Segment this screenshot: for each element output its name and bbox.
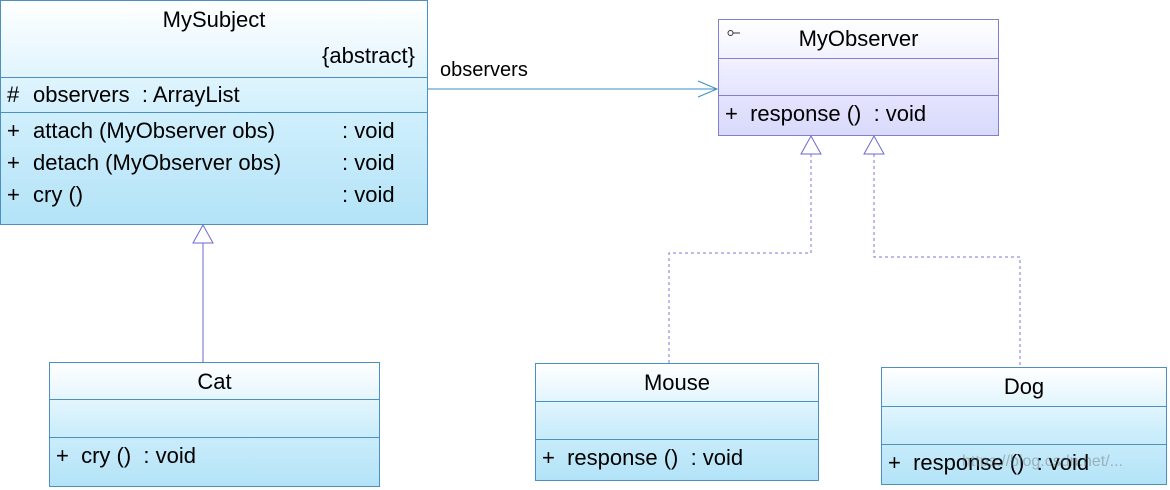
- hollow-triangle-icon: [800, 134, 822, 155]
- class-name: Mouse: [643, 370, 711, 395]
- class-name: MySubject: [162, 7, 266, 32]
- attribute-row: # observers : ArrayList: [1, 79, 427, 111]
- realization-mouse-line: [668, 134, 822, 363]
- operation-row: + cry () : void: [1, 179, 427, 211]
- realization-dog-line: [863, 134, 1021, 367]
- operation-return-type: : void: [342, 118, 395, 143]
- watermark-text: https://blog.csdn.net/...: [962, 453, 1123, 470]
- operations-compartment: + response () : void: [536, 439, 818, 474]
- operations-compartment: + cry () : void: [50, 437, 379, 472]
- attributes-compartment: [882, 406, 1166, 444]
- operation-row: + response () : void: [888, 450, 1090, 475]
- visibility-symbol: +: [7, 182, 20, 207]
- class-name: Dog: [1003, 374, 1045, 399]
- operation-return-type: : void: [342, 182, 395, 207]
- attributes-compartment: # observers : ArrayList: [1, 77, 427, 112]
- operation-row: + detach (MyObserver obs) : void: [1, 147, 427, 179]
- class-cat[interactable]: Cat + cry () : void: [49, 362, 380, 487]
- attributes-compartment: [536, 401, 818, 439]
- class-dog[interactable]: Dog + response () : void: [881, 367, 1167, 485]
- hollow-triangle-icon: [192, 223, 214, 244]
- class-header: MySubject {abstract}: [1, 1, 427, 77]
- open-arrowhead-icon: [697, 80, 719, 98]
- operations-compartment: + response () : void: [882, 444, 1166, 479]
- operations-compartment: + attach (MyObserver obs) : void + detach (…: [1, 112, 427, 211]
- association-observers-line: [428, 80, 719, 98]
- class-name: MyObserver: [798, 26, 919, 51]
- operation-return-type: : void: [342, 150, 395, 175]
- operation-signature: detach (MyObserver obs): [33, 150, 282, 175]
- class-header: Dog: [882, 368, 1166, 406]
- attributes-compartment: [50, 399, 379, 437]
- class-header: MyObserver: [719, 20, 998, 58]
- operation-row: + cry () : void: [56, 443, 196, 468]
- attributes-compartment: [719, 58, 998, 95]
- attribute-type: : ArrayList: [141, 82, 240, 107]
- class-header: Cat: [50, 363, 379, 399]
- class-name: Cat: [197, 369, 232, 394]
- visibility-symbol: +: [7, 118, 20, 143]
- class-header: Mouse: [536, 364, 818, 401]
- operations-compartment: + response () : void: [719, 95, 998, 130]
- interface-myobserver[interactable]: MyObserver + response () : void: [718, 19, 999, 136]
- class-mysubject[interactable]: MySubject {abstract} # observers : ArrayL…: [0, 0, 428, 225]
- visibility-symbol: #: [7, 82, 20, 107]
- operation-signature: cry (): [33, 182, 84, 207]
- operation-row: + response () : void: [725, 101, 927, 126]
- operation-row: + response () : void: [542, 445, 744, 470]
- generalization-cat-line: [192, 223, 214, 362]
- interface-lollipop-icon: [727, 30, 740, 36]
- operation-row: + attach (MyObserver obs) : void: [1, 115, 427, 147]
- attribute-name: observers: [33, 82, 130, 107]
- association-label: observers: [440, 59, 528, 81]
- hollow-triangle-icon: [863, 134, 885, 155]
- stereotype-label: {abstract}: [322, 43, 415, 68]
- visibility-symbol: +: [7, 150, 20, 175]
- operation-signature: attach (MyObserver obs): [33, 118, 276, 143]
- class-mouse[interactable]: Mouse + response () : void: [535, 363, 819, 481]
